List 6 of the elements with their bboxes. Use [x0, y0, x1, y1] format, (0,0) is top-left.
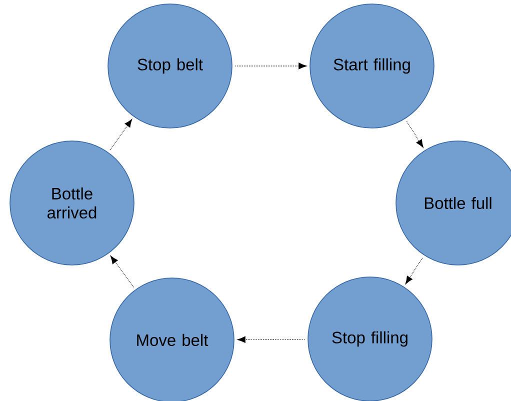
arrow: [406, 121, 424, 148]
arrow: [110, 119, 132, 150]
arrow: [110, 256, 134, 288]
arrow: [405, 258, 423, 284]
arrow: [235, 62, 307, 70]
arrow: [237, 336, 305, 343]
